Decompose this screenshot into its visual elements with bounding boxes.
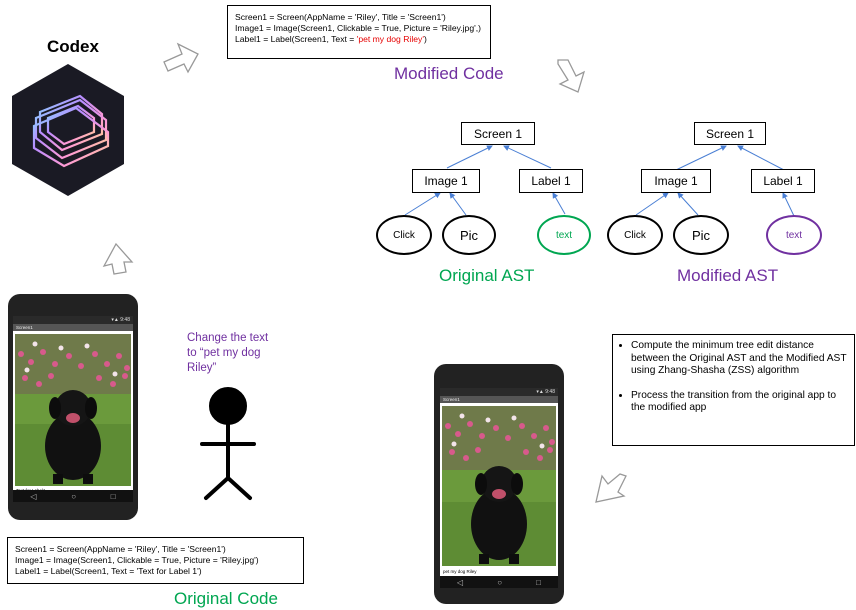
arrow-up-to-codex-icon bbox=[102, 242, 134, 275]
original-code-line1: Screen1 = Screen(AppName = 'Riley', Titl… bbox=[15, 544, 226, 554]
notes-item-zss: Compute the minimum tree edit distance b… bbox=[631, 340, 848, 378]
modified-ast-click-node: Click bbox=[607, 215, 663, 255]
original-phone-titlebar: Screen1 bbox=[13, 324, 133, 331]
recents-icon: □ bbox=[536, 577, 541, 587]
codex-title: Codex bbox=[47, 37, 99, 56]
original-ast-image-node: Image 1 bbox=[412, 169, 480, 193]
modified-code-box: Screen1 = Screen(AppName = 'Riley', Titl… bbox=[227, 5, 491, 59]
modified-ast-pic-node: Pic bbox=[673, 215, 729, 255]
original-phone-dog-photo bbox=[15, 334, 131, 486]
original-ast-screen-node: Screen 1 bbox=[461, 122, 535, 145]
modified-code-line2: Image1 = Image(Screen1, Clickable = True… bbox=[235, 23, 482, 33]
original-code-line3: Label1 = Label(Screen1, Text = 'Text for… bbox=[15, 566, 202, 576]
original-phone-time: 9:48 bbox=[120, 317, 130, 323]
back-icon: ◁ bbox=[457, 577, 464, 587]
original-code-line2: Image1 = Image(Screen1, Clickable = True… bbox=[15, 555, 259, 565]
recents-icon: □ bbox=[110, 491, 116, 501]
arrow-codex-to-code-icon bbox=[163, 42, 199, 74]
modified-ast-image-node: Image 1 bbox=[641, 169, 711, 193]
back-icon: ◁ bbox=[30, 491, 37, 501]
original-phone: ▾▲ 9:48 Screen1 Text for Label1 ◁○□ bbox=[8, 294, 138, 520]
home-icon: ○ bbox=[497, 577, 503, 587]
modified-code-caption: Modified Code bbox=[394, 64, 504, 83]
arrow-notes-to-phone-icon bbox=[595, 473, 627, 503]
modified-ast-screen-node: Screen 1 bbox=[694, 122, 766, 145]
codex-logo bbox=[12, 64, 124, 196]
original-ast-pic-node: Pic bbox=[442, 215, 496, 255]
algorithm-notes-box: Compute the minimum tree edit distance b… bbox=[612, 334, 855, 446]
modified-phone-titlebar: Screen1 bbox=[440, 396, 558, 403]
modified-phone-time: 9:48 bbox=[545, 389, 555, 395]
modified-ast-label-node: Label 1 bbox=[751, 169, 815, 193]
original-ast-text-node: text bbox=[537, 215, 591, 255]
modified-ast-text-node: text bbox=[766, 215, 822, 255]
arrow-code-to-ast-icon bbox=[557, 59, 586, 93]
original-code-caption: Original Code bbox=[174, 589, 278, 608]
modified-code-line3: Label1 = Label(Screen1, Text = 'pet my d… bbox=[235, 34, 427, 44]
original-code-box: Screen1 = Screen(AppName = 'Riley', Titl… bbox=[7, 537, 304, 584]
original-ast-caption: Original AST bbox=[439, 266, 535, 285]
home-icon: ○ bbox=[71, 491, 77, 501]
original-ast-click-node: Click bbox=[376, 215, 432, 255]
notes-item-transition: Process the transition from the original… bbox=[631, 390, 848, 415]
modified-code-line1: Screen1 = Screen(AppName = 'Riley', Titl… bbox=[235, 12, 446, 22]
change-instruction: Change the text to “pet my dog Riley” bbox=[187, 332, 269, 374]
modified-phone: ▾▲ 9:48 Screen1 pet my dog Riley ◁○□ bbox=[434, 364, 564, 604]
modified-phone-dog-photo bbox=[442, 406, 556, 566]
original-ast-label-node: Label 1 bbox=[519, 169, 583, 193]
modified-phone-label: pet my dog Riley bbox=[443, 569, 477, 574]
modified-ast-caption: Modified AST bbox=[677, 266, 779, 285]
user-stick-figure-icon bbox=[200, 387, 256, 500]
